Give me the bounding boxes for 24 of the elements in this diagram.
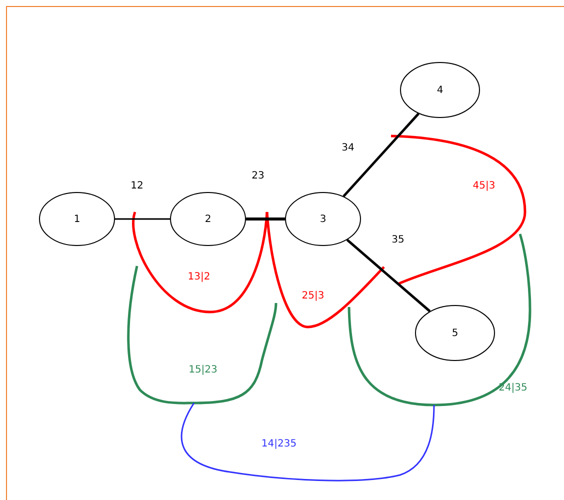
node-ellipse: [170, 192, 246, 246]
connector-line: [115, 218, 170, 220]
curve-label: 14|235: [261, 438, 297, 450]
curve-label: 15|23: [188, 364, 218, 376]
node-number: 5: [452, 328, 458, 338]
connector-line: [342, 112, 420, 198]
curve-label: 24|35: [498, 382, 528, 394]
node-ellipse: [285, 192, 361, 246]
edge-label: 34: [342, 142, 354, 154]
edge-label: 23: [252, 170, 264, 182]
node-number: 2: [204, 214, 212, 224]
node-number: 1: [74, 214, 80, 224]
node-ellipse: [415, 305, 495, 361]
node-ellipse: [400, 62, 480, 118]
node-number: 4: [436, 84, 444, 96]
node-number: 3: [320, 214, 326, 224]
curve-label: 45|3: [472, 180, 496, 192]
connector-line: [246, 218, 285, 220]
edge-label: 35: [392, 234, 404, 246]
connector-line: [346, 238, 431, 312]
curve-label: 25|3: [302, 290, 324, 302]
node-ellipse: [39, 192, 115, 246]
curve-label: 13|2: [188, 272, 210, 282]
edge-label: 12: [130, 180, 144, 192]
